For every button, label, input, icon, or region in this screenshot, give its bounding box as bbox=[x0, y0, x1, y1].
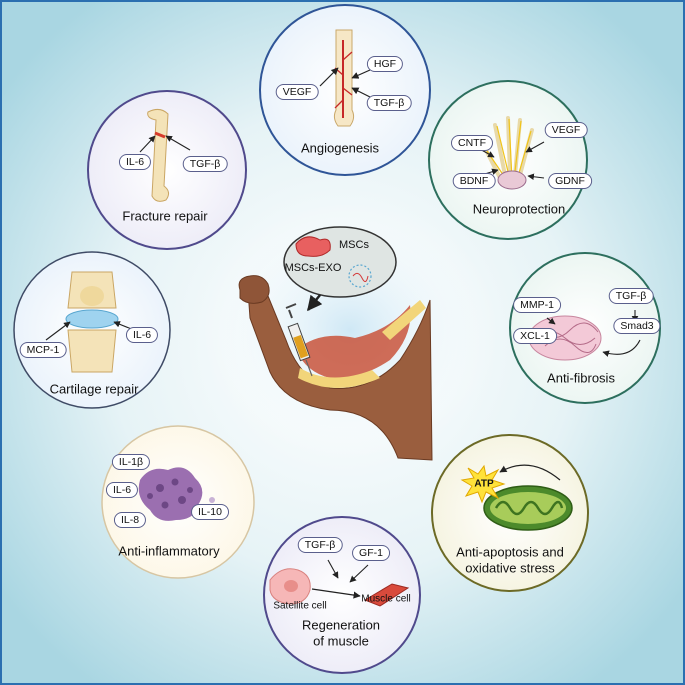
atp-label: ATP bbox=[474, 478, 494, 490]
syringe bbox=[285, 303, 313, 377]
anti-inflammatory-title: Anti-inflammatory bbox=[118, 543, 220, 559]
anti-apoptosis-panel bbox=[431, 434, 589, 592]
cartilage-factor-il6: IL-6 bbox=[125, 327, 159, 343]
satellite-cell-label: Satellite cell bbox=[273, 600, 327, 612]
anti-apoptosis-title-line1: Anti-apoptosis and bbox=[456, 544, 564, 560]
angiogenesis-factor-vegf: VEGF bbox=[275, 84, 319, 100]
fibrosis-factor-tgfb: TGF-β bbox=[608, 288, 654, 304]
neuroprotection-title: Neuroprotection bbox=[472, 201, 566, 217]
fibrosis-factor-smad3: Smad3 bbox=[613, 318, 661, 334]
mitochondrion bbox=[483, 485, 573, 531]
neuro-factor-gdnf: GDNF bbox=[548, 173, 592, 189]
neuro-factor-cntf: CNTF bbox=[451, 135, 493, 151]
muscle-factor-gf1: GF-1 bbox=[352, 545, 390, 561]
neuro-factor-vegf: VEGF bbox=[544, 122, 588, 138]
angiogenesis-panel bbox=[259, 4, 431, 176]
fracture-factor-il6: IL-6 bbox=[118, 154, 152, 170]
knee-joint bbox=[65, 271, 119, 373]
fibrosis-factor-xcl1: XCL-1 bbox=[513, 328, 557, 344]
muscle-title-line1: Regeneration bbox=[301, 617, 381, 633]
arm-illustration bbox=[238, 275, 433, 461]
fracture-factor-tgfb: TGF-β bbox=[182, 156, 228, 172]
inflam-factor-il10: IL-10 bbox=[191, 504, 229, 520]
neuro-factor-bdnf: BDNF bbox=[452, 173, 496, 189]
fracture-panel bbox=[87, 90, 247, 250]
angiogenesis-title: Angiogenesis bbox=[300, 140, 380, 156]
muscle-factor-tgfb: TGF-β bbox=[297, 537, 343, 553]
anti-apoptosis-title-line2: oxidative stress bbox=[465, 560, 555, 576]
angiogenesis-factor-tgfb: TGF-β bbox=[366, 95, 412, 111]
cartilage-title: Cartilage repair bbox=[49, 381, 139, 397]
fibrosis-factor-mmp1: MMP-1 bbox=[513, 297, 561, 313]
muscle-title-line2: of muscle bbox=[313, 633, 369, 649]
angiogenesis-factor-hgf: HGF bbox=[366, 56, 404, 72]
inflam-factor-il8: IL-8 bbox=[113, 512, 147, 528]
msc-bubble bbox=[283, 226, 397, 312]
mscs-exo-label: MSCs-EXO bbox=[284, 262, 342, 274]
neuroprotection-panel bbox=[428, 80, 588, 240]
cartilage-factor-mcp1: MCP-1 bbox=[19, 342, 67, 358]
inflam-factor-il6: IL-6 bbox=[105, 482, 139, 498]
cartilage-panel bbox=[13, 251, 171, 409]
fracture-title: Fracture repair bbox=[122, 208, 208, 224]
anti-fibrosis-title: Anti-fibrosis bbox=[547, 370, 615, 386]
inflam-factor-il1b: IL-1β bbox=[111, 454, 151, 470]
muscle-cell-label: Muscle cell bbox=[361, 593, 411, 605]
mscs-label: MSCs bbox=[339, 239, 369, 251]
